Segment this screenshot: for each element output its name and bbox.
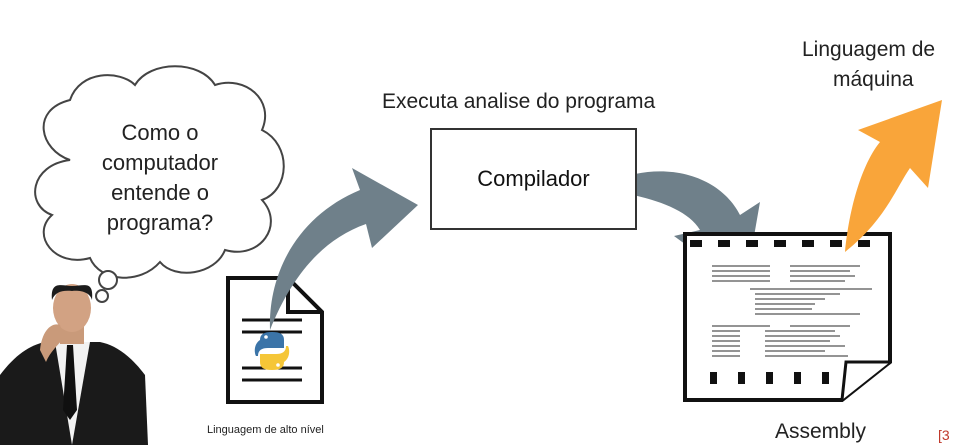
thought-cloud — [34, 65, 285, 279]
reference-marker: [3 — [938, 427, 950, 443]
compiler-label: Compilador — [477, 166, 590, 191]
machine-language-label-line1: Linguagem de — [802, 38, 936, 61]
assembly-caption: Assembly — [775, 420, 867, 443]
thought-question: Como o computador entende o programa? — [70, 118, 250, 238]
thought-line-2: computador — [101, 150, 219, 175]
python-logo-icon — [254, 332, 290, 370]
compiler-box — [430, 128, 637, 230]
source-caption: Linguagem de alto nível — [207, 424, 324, 436]
arrow-assembly-to-machine — [845, 100, 942, 252]
thought-line-1: Como o — [121, 120, 199, 145]
thinking-person-image — [0, 284, 148, 445]
assembly-document-icon — [683, 232, 892, 402]
machine-language-label-line2: máquina — [833, 68, 914, 91]
arrow-source-to-compiler — [269, 168, 418, 330]
thought-line-3: entende o — [111, 180, 209, 205]
thought-line-4: programa? — [106, 210, 214, 235]
thought-bubble-large — [98, 270, 118, 290]
thought-bubble-small — [95, 289, 109, 303]
compiler-caption: Executa analise do programa — [382, 90, 656, 113]
